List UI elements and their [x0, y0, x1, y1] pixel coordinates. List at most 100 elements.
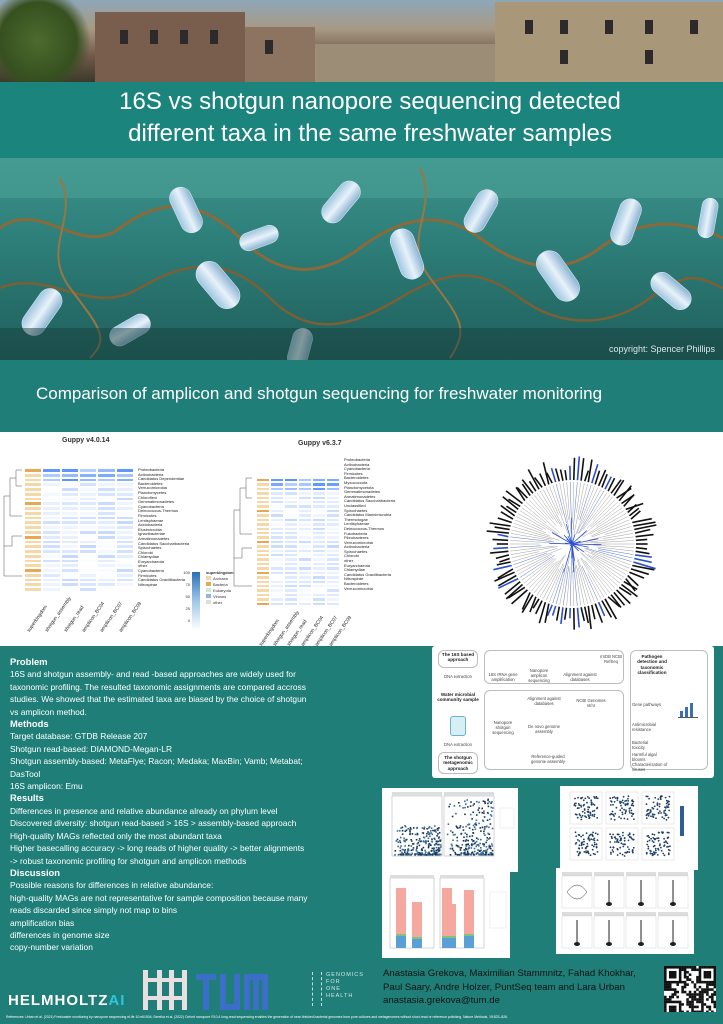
label-shotgun-approach: The shotgun metagenomic approach	[443, 755, 473, 771]
heatmap-row-label: Myxococcota	[344, 479, 368, 485]
legend-tick: 75	[185, 582, 190, 587]
heatmap-cell	[60, 577, 79, 583]
heatmap-cell	[42, 563, 61, 569]
discussion-line: reads discarded since simply not map to …	[10, 905, 178, 916]
heatmap-cell	[270, 553, 284, 558]
heatmap-cell	[312, 478, 326, 483]
heatmap-cell	[115, 568, 134, 573]
heatmap-cell	[97, 482, 116, 488]
authors-line: Anastasia Grekova, Maximilian Stammnitz,…	[383, 968, 636, 979]
heatmap-cell	[24, 534, 43, 540]
heatmap-cell	[97, 544, 116, 550]
author-email[interactable]: anastasia.grekova@tum.de	[383, 995, 500, 1006]
heatmap-row-label: Nitrospirae	[138, 581, 158, 587]
heatmap-2	[256, 478, 340, 606]
heatmap-cell	[270, 478, 284, 483]
heatmap-cell	[326, 513, 340, 518]
heatmap-cell	[115, 491, 134, 497]
heatmap-row-label: Firmicutes	[138, 572, 157, 578]
heatmap-cell	[24, 506, 43, 511]
heatmap-cell	[60, 482, 79, 488]
methods-line: 16S amplicon: Emu	[10, 781, 83, 792]
heatmap-row-label: Euryarchaeota	[138, 558, 165, 564]
heatmap-cell	[326, 491, 340, 496]
heatmap-cell	[42, 510, 61, 516]
heatmap-cell	[60, 520, 79, 526]
label-ncbi-nt: NCBI Genomes nt/nr	[576, 698, 606, 708]
heatmap-cell	[97, 468, 116, 473]
heatmap-cell	[284, 478, 298, 483]
heatmap-cell	[326, 486, 340, 492]
tum-logo	[196, 974, 268, 1010]
heatmap-cell	[326, 588, 340, 593]
heatmap-cell	[256, 601, 270, 606]
heatmap-cell	[298, 592, 312, 598]
heatmap-cell	[298, 583, 312, 589]
figure-violin-plots	[556, 868, 694, 954]
discussion-line: high-quality MAGs are not representative…	[10, 892, 308, 903]
heatmap-cell	[97, 558, 116, 564]
heatmap-cell	[24, 539, 43, 545]
heatmap-cell	[115, 510, 134, 516]
qr-code[interactable]	[664, 966, 717, 1019]
section-subtitle: Comparison of amplicon and shotgun seque…	[36, 384, 603, 403]
helmholtz-ai-logo: HELMHOLTZAI	[8, 992, 126, 1009]
heatmap-cell	[115, 472, 134, 478]
heatmap-cell	[60, 487, 79, 492]
heatmap-cell	[60, 468, 79, 473]
heatmap-row-label: Planctomycetes	[138, 489, 167, 495]
heatmap-cell	[97, 525, 116, 530]
box-applications	[630, 650, 708, 770]
heatmap-cell	[270, 508, 284, 514]
heatmap-cell	[60, 506, 79, 511]
heatmap-cell	[284, 583, 298, 589]
heatmap-cell	[326, 553, 340, 558]
heatmap-cell	[326, 500, 340, 505]
heatmap-cell	[312, 570, 326, 576]
heatmap-row-label: Chlorobi	[138, 549, 153, 555]
heatmap-cell	[42, 477, 61, 483]
heatmap-cell	[79, 525, 98, 530]
qr-code-svg	[664, 966, 717, 1019]
heatmap-cell	[24, 510, 43, 516]
label-amr: Antimicrobial resistance	[632, 722, 656, 732]
heatmap-cell	[270, 583, 284, 589]
heatmap-cell	[256, 570, 270, 576]
heatmap-cell	[312, 491, 326, 496]
discussion-heading: Discussion	[10, 866, 61, 878]
bacteria-illustration: copyright: Spencer Phillips	[0, 158, 723, 360]
heatmap-row-label: Candidatus Saccharibacteria	[138, 540, 190, 546]
heatmap-row-label: Candidatus Saccharibacteria	[344, 498, 396, 504]
heatmap-cell	[60, 530, 79, 535]
heatmap-cell	[298, 495, 312, 501]
heatmap-row-label: Gemmatimonadetes	[344, 489, 381, 495]
problem-line: vs amplicon method.	[10, 706, 87, 717]
heatmap-2-title: Guppy v6.3.7	[298, 440, 342, 447]
heatmap-cell	[270, 504, 284, 509]
heatmap-row-label: Ignavibacteriae	[138, 531, 166, 537]
heatmap-cell	[79, 506, 98, 511]
heatmap-cell	[256, 535, 270, 540]
heatmap-cell	[79, 482, 98, 488]
heatmap-cell	[284, 561, 298, 567]
heatmap-cell	[256, 539, 270, 545]
heatmap-row-label: Lentisphaerae	[344, 521, 370, 527]
heatmap-cell	[79, 549, 98, 554]
heatmap-cell	[42, 544, 61, 550]
heatmap-legend-colorbar	[192, 572, 200, 630]
heatmap-cell	[60, 568, 79, 573]
heatmap-1	[24, 468, 134, 592]
heatmap-row-label: Elusimicrobia	[138, 526, 162, 532]
heatmap-cell	[97, 553, 116, 559]
references: References: Urban et al. (2021) Freshwat…	[0, 1012, 723, 1024]
label-bacterial-toxicity: Bacterial toxicity	[632, 740, 649, 750]
figure-scatter-grid	[560, 786, 698, 870]
heatmap-cell	[79, 496, 98, 502]
heatmap-cell	[115, 577, 134, 583]
problem-line: taxonomic profiling. The resulted taxono…	[10, 681, 306, 692]
heatmap-cell	[24, 572, 43, 578]
label-db-ncbi: rrnDB NCBI RefSeq	[599, 654, 623, 664]
